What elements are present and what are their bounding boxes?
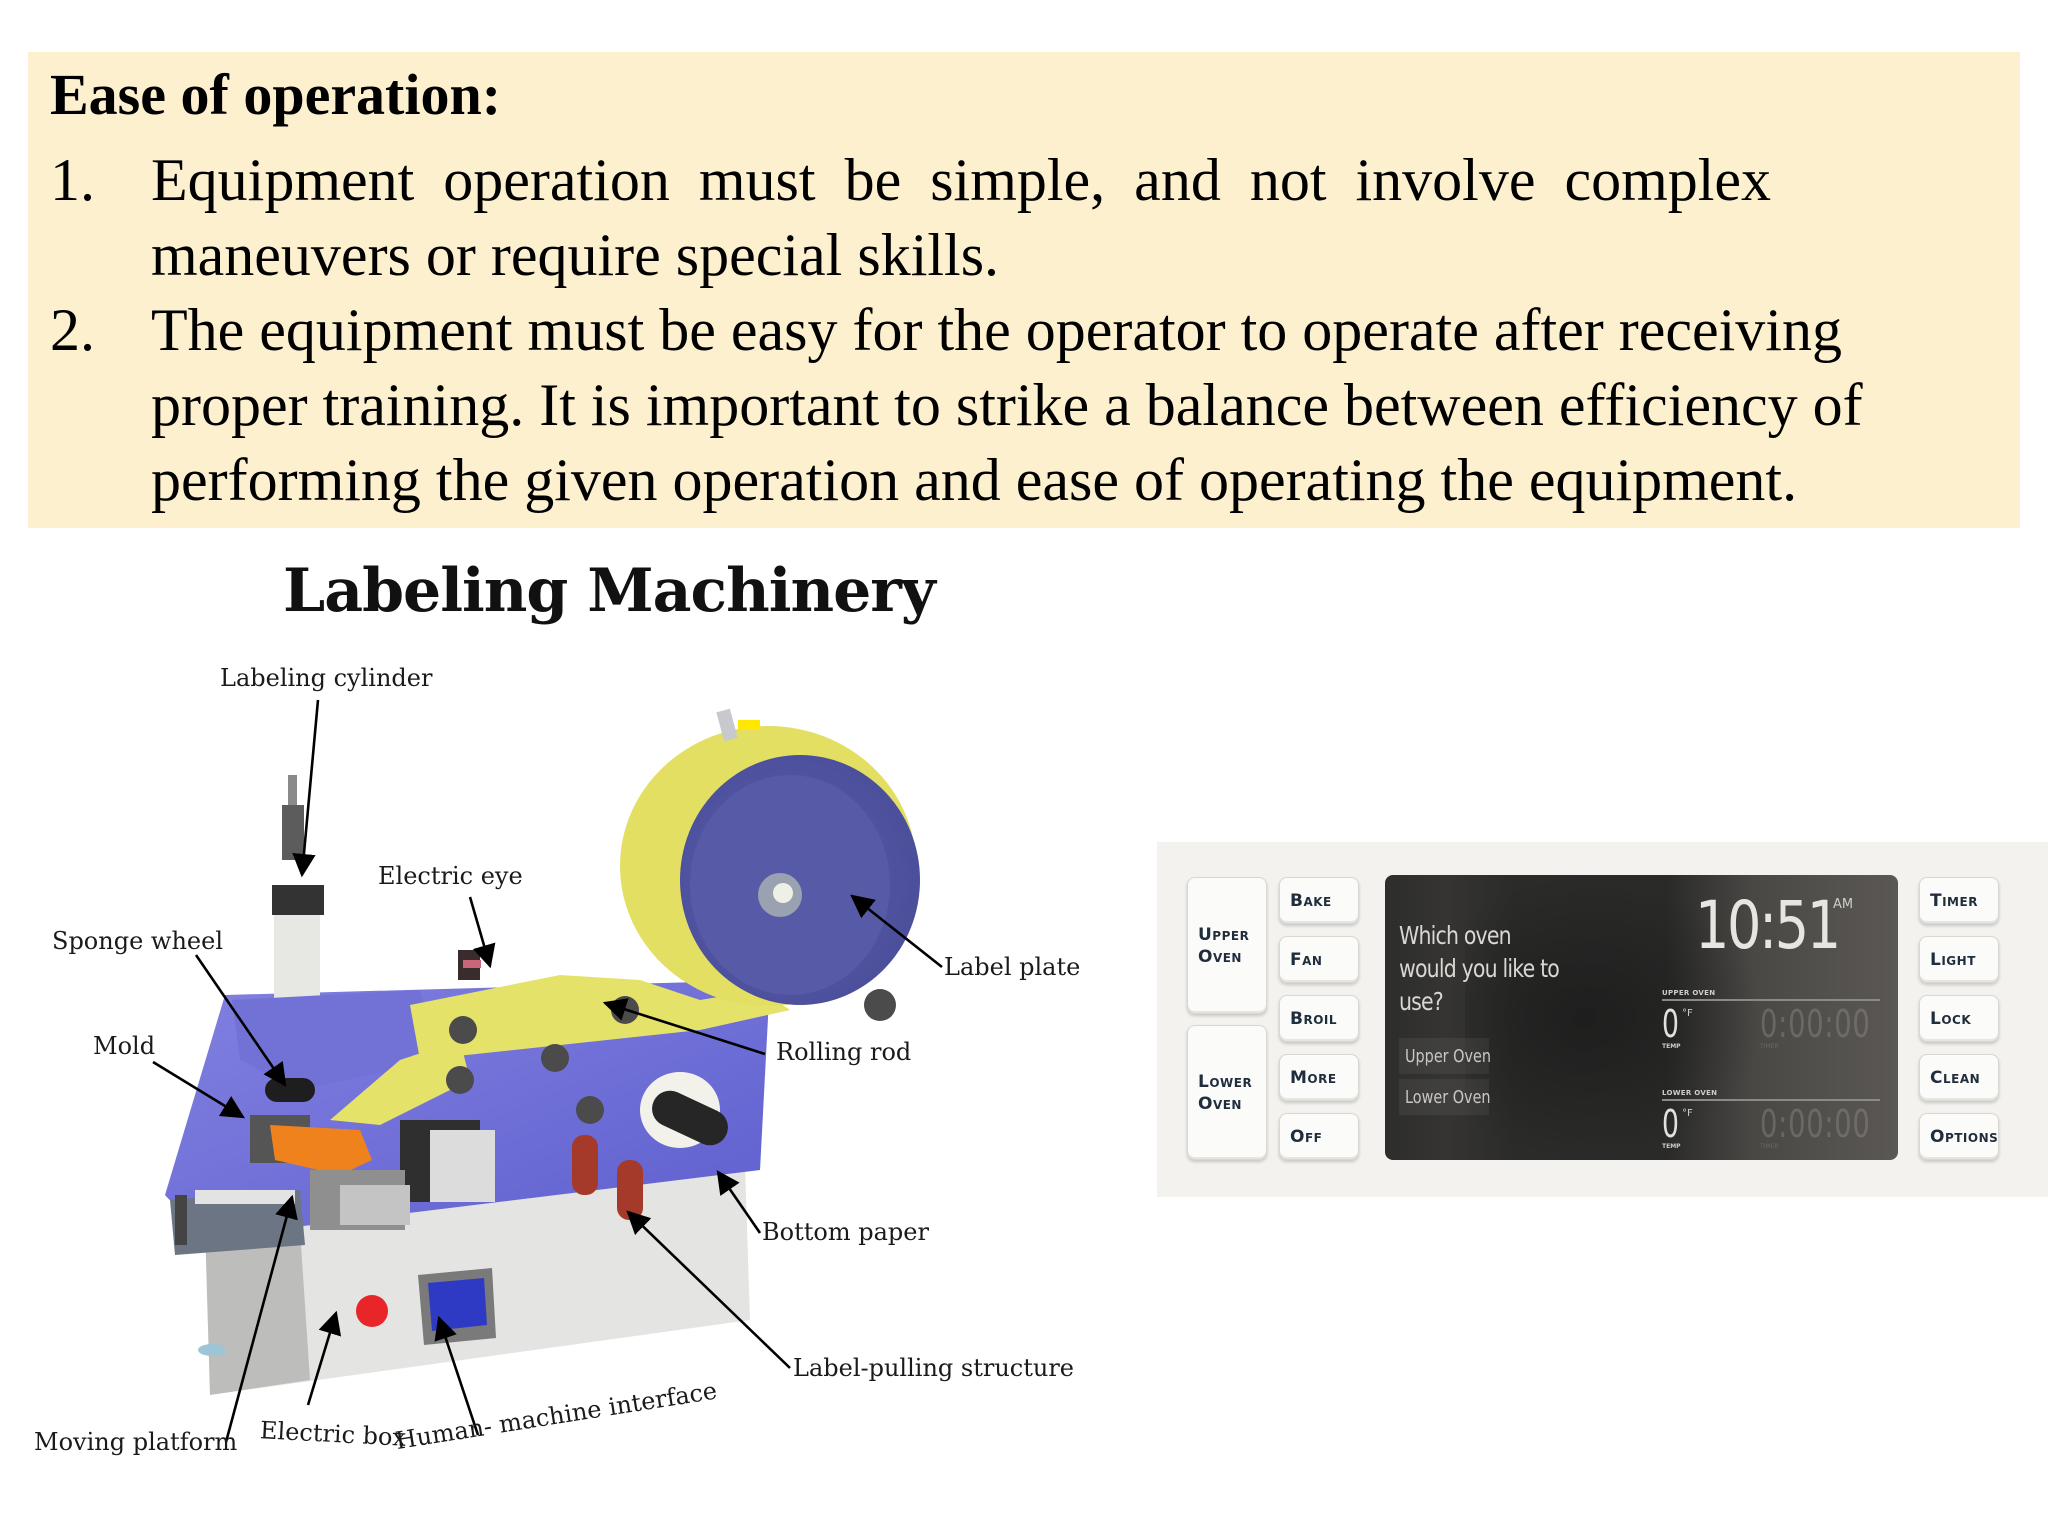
screen-reflection (1465, 875, 1765, 1160)
bake-button[interactable]: Bake (1279, 877, 1359, 924)
fan-button[interactable]: Fan (1279, 936, 1359, 983)
callout-label-plate: Label plate (944, 953, 1081, 981)
callout-electric-eye: Electric eye (378, 862, 523, 890)
upper-oven-divider (1662, 999, 1880, 1001)
labeling-machine-illustration (152, 699, 943, 1443)
callout-rolling-rod: Rolling rod (776, 1038, 912, 1066)
upper-oven-timer-label: TIMER (1760, 1043, 1779, 1050)
callout-label-pulling-structure: Label-pulling structure (793, 1354, 1075, 1382)
upper-oven-temp-label: TEMP (1662, 1043, 1681, 1050)
lower-oven-temp-label: TEMP (1662, 1143, 1681, 1150)
broil-button[interactable]: Broil (1279, 995, 1359, 1042)
upper-oven-status-label: UPPER OVEN (1662, 989, 1716, 997)
choice-label: Upper Oven (1405, 1045, 1492, 1067)
callout-labeling-cylinder: Labeling cylinder (220, 664, 433, 692)
lower-oven-choice[interactable]: Lower Oven (1399, 1079, 1491, 1115)
callout-mold: Mold (93, 1032, 156, 1060)
lower-oven-temp: 0 (1662, 1102, 1679, 1146)
clock-ampm: AM (1833, 897, 1854, 912)
ease-item-text-line: proper training. It is important to stri… (151, 372, 1863, 438)
upper-oven-timer: 0:00:00 (1760, 1002, 1871, 1046)
diagram-title: Labeling Machinery (283, 556, 936, 626)
choice-label: Lower Oven (1405, 1086, 1491, 1108)
button-label: Oven (1198, 946, 1242, 967)
timer-button[interactable]: Timer (1919, 877, 1999, 924)
lower-oven-divider (1662, 1099, 1880, 1101)
clock-time: 10:51 (1695, 887, 1841, 964)
lower-oven-temp-unit: °F (1682, 1108, 1693, 1119)
ease-item-text-line: The equipment must be easy for the opera… (151, 297, 1842, 363)
lower-oven-timer: 0:00:00 (1760, 1102, 1871, 1146)
more-button[interactable]: More (1279, 1054, 1359, 1101)
light-button[interactable]: Light (1919, 936, 1999, 983)
options-button[interactable]: Options (1919, 1113, 1999, 1160)
lower-oven-timer-label: TIMER (1760, 1143, 1779, 1150)
button-label: Lower (1198, 1071, 1253, 1092)
ease-heading: Ease of operation: (50, 62, 502, 127)
oven-control-panel: Upper Oven Lower Oven Bake Fan Broil Mor… (1157, 842, 2048, 1197)
upper-oven-temp-unit: °F (1682, 1008, 1693, 1019)
ease-item-number: 1. (50, 147, 95, 213)
button-label: Oven (1198, 1093, 1242, 1114)
callout-sponge-wheel: Sponge wheel (52, 927, 223, 955)
upper-oven-temp: 0 (1662, 1002, 1679, 1046)
off-button[interactable]: Off (1279, 1113, 1359, 1160)
button-label: Upper (1198, 924, 1250, 945)
upper-oven-choice[interactable]: Upper Oven (1399, 1038, 1492, 1074)
oven-display: Which oven would you like to use? Upper … (1385, 875, 1898, 1160)
oven-prompt: Which oven would you like to use? (1399, 921, 1560, 1016)
ease-of-operation-box (28, 52, 2020, 528)
labeling-machine-diagram: Labeling cylinder Electric eye Sponge wh… (0, 640, 1120, 1530)
callout-moving-platform: Moving platform (34, 1428, 238, 1456)
clean-button[interactable]: Clean (1919, 1054, 1999, 1101)
lower-oven-status-label: LOWER OVEN (1662, 1089, 1718, 1097)
lower-oven-button[interactable]: Lower Oven (1187, 1025, 1267, 1160)
upper-oven-button[interactable]: Upper Oven (1187, 877, 1267, 1014)
callout-bottom-paper: Bottom paper (762, 1218, 929, 1246)
ease-item-text-line: performing the given operation and ease … (151, 447, 1798, 513)
ease-item-text-line: Equipment operation must be simple, and … (151, 147, 1772, 213)
ease-item-number: 2. (50, 297, 95, 363)
ease-item-text-line: maneuvers or require special skills. (151, 222, 1000, 288)
lock-button[interactable]: Lock (1919, 995, 1999, 1042)
